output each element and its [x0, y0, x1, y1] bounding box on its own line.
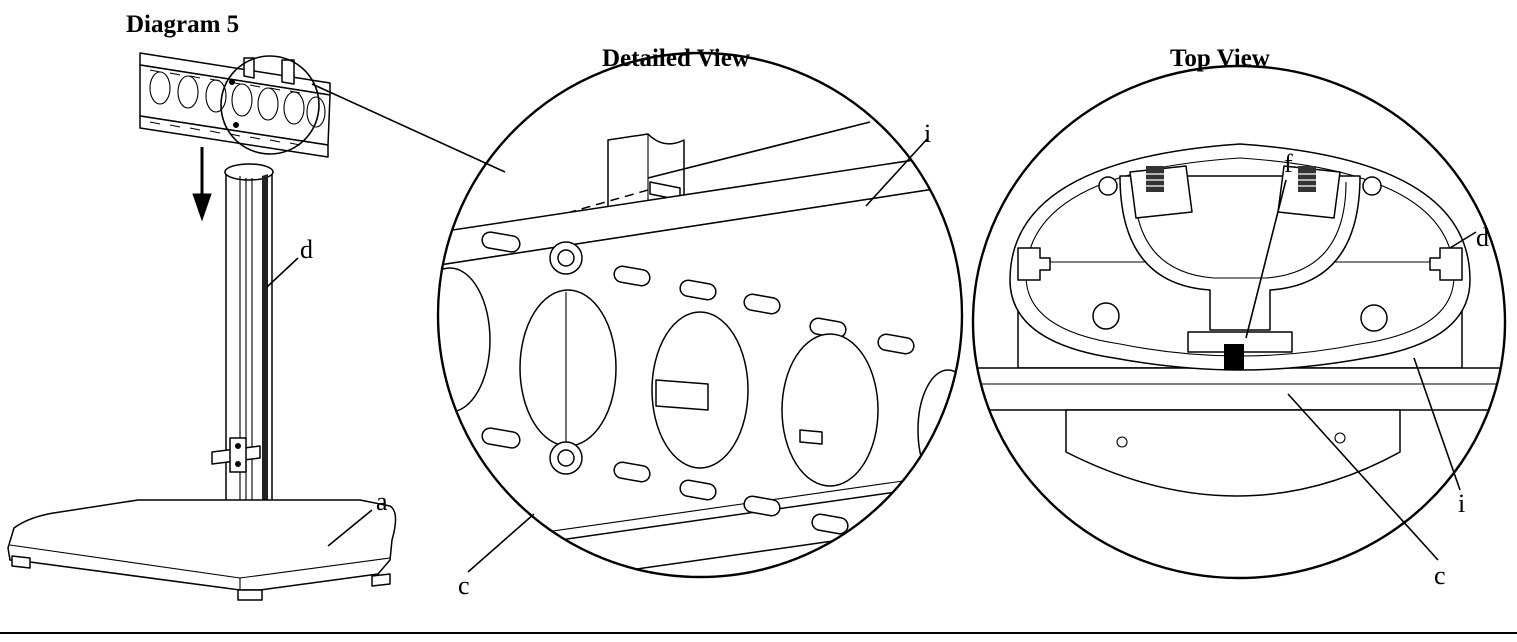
bolt-icon [549, 241, 583, 275]
detail-label-c: c [458, 571, 470, 600]
top-label-i: i [1458, 489, 1465, 518]
detail-label-i: i [924, 119, 931, 148]
screw-block-icon [1129, 165, 1193, 219]
top-label-d: d [1476, 223, 1489, 252]
bolt-icon [549, 441, 583, 475]
magnifier-leader [311, 83, 506, 173]
stand-label-d: d [300, 235, 313, 264]
top-view-heading: Top View [1170, 45, 1270, 72]
top-view: f d i c [971, 64, 1507, 590]
column-pole [211, 163, 274, 541]
mounting-bracket [139, 52, 331, 158]
down-arrow-icon [192, 147, 212, 222]
stand-label-a: a [376, 487, 388, 516]
magnifier-circle [220, 55, 320, 155]
top-label-c: c [1434, 561, 1446, 590]
stand-base [7, 499, 397, 601]
stand-assembly: d a [7, 52, 506, 601]
screw-block-icon [1277, 165, 1341, 219]
detailed-view-heading: Detailed View [602, 45, 750, 72]
detailed-view: i c [436, 51, 964, 600]
top-label-f: f [1284, 149, 1293, 178]
diagram-title: Diagram 5 [126, 11, 239, 38]
